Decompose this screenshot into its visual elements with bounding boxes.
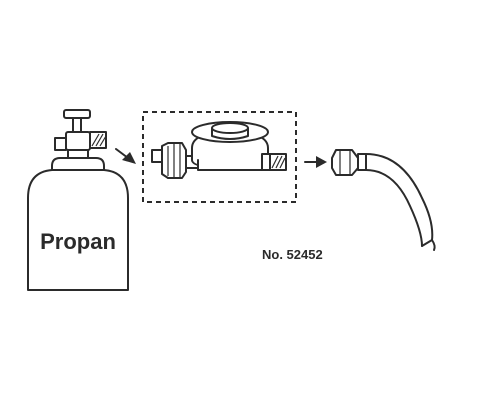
tank-body <box>27 169 129 291</box>
tank-valve-handle <box>63 109 91 133</box>
tank-label: Propan <box>40 229 116 254</box>
arrow-tank-to-regulator <box>115 148 136 164</box>
hose-nut <box>331 149 359 176</box>
arrow-regulator-to-hose <box>304 156 327 168</box>
gas-hose <box>331 149 436 251</box>
regulator-highlight-box <box>142 111 297 203</box>
product-number: No. 52452 <box>262 247 323 262</box>
propane-tank: Propan <box>27 109 129 291</box>
pressure-regulator <box>151 121 287 179</box>
tank-valve <box>54 131 107 161</box>
